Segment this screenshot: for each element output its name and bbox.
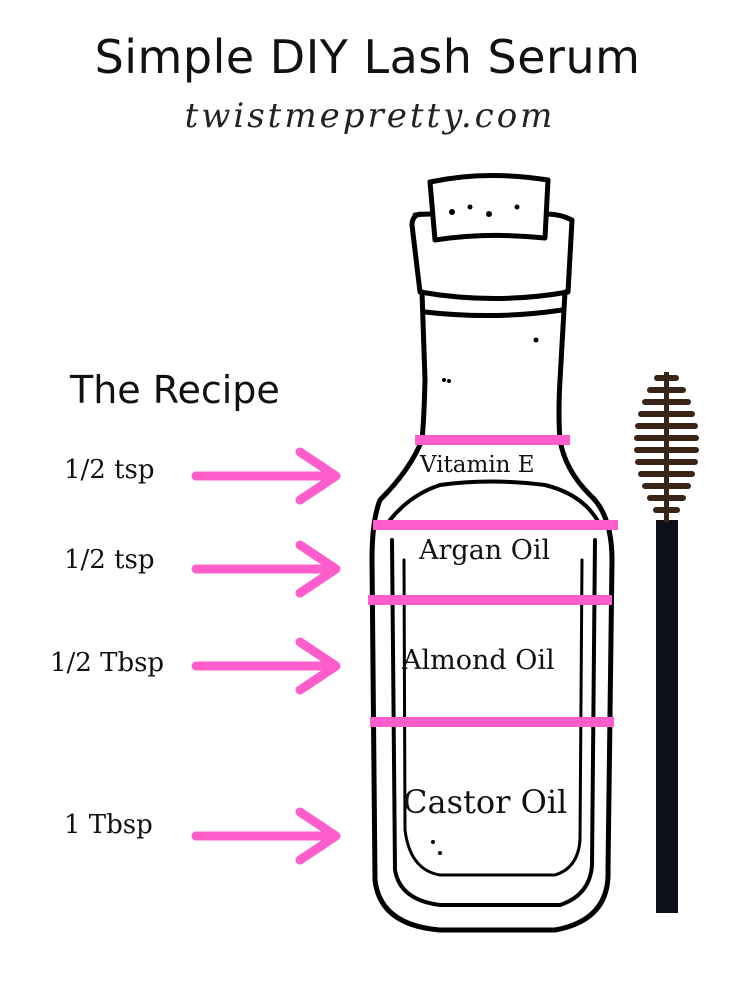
arrow-icon (191, 637, 341, 695)
ingredient-castor-oil: Castor Oil (403, 783, 568, 821)
ingredient-almond-oil: Almond Oil (402, 645, 555, 676)
level-lines (368, 435, 618, 727)
ingredient-vitamin-e: Vitamin E (420, 452, 535, 478)
amount-argan-oil: 1/2 tsp (64, 545, 155, 575)
recipe-heading: The Recipe (70, 368, 280, 412)
bottle-icon (369, 172, 615, 933)
arrow-icon (191, 807, 341, 865)
arrow-icon (191, 540, 341, 598)
brush-bristles (634, 375, 699, 513)
arrow-icon (191, 447, 341, 505)
ingredient-argan-oil: Argan Oil (419, 535, 551, 566)
mascara-wand-icon (634, 372, 699, 913)
amount-vitamin-e: 1/2 tsp (64, 455, 155, 485)
amount-almond-oil: 1/2 Tbsp (50, 648, 165, 678)
page-title: Simple DIY Lash Serum (94, 30, 641, 84)
amount-castor-oil: 1 Tbsp (64, 810, 153, 840)
arrows (191, 447, 341, 865)
cork-speckles (431, 204, 539, 855)
website-watermark: twistmepretty.com (184, 96, 556, 136)
